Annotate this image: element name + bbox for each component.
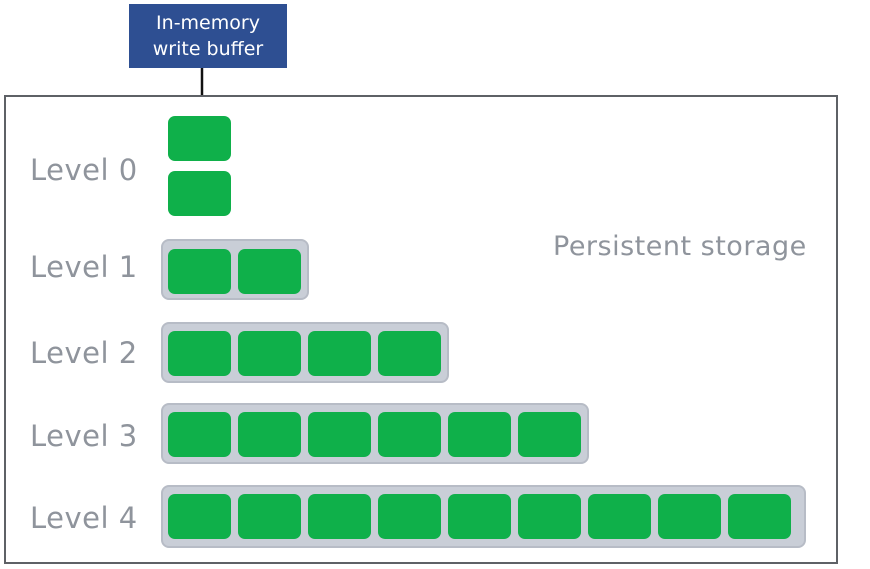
level-3-label: Level 3 xyxy=(30,419,138,453)
level-3-block xyxy=(308,412,371,457)
level-4-block xyxy=(308,494,371,539)
level-1-block xyxy=(168,249,231,294)
level-4-block xyxy=(448,494,511,539)
level-3-tray xyxy=(161,403,589,464)
level-3-block xyxy=(518,412,581,457)
level-4-block xyxy=(378,494,441,539)
level-2-block xyxy=(238,331,301,376)
level-4-block xyxy=(518,494,581,539)
level-3-block xyxy=(238,412,301,457)
level-3-block xyxy=(378,412,441,457)
level-3-block xyxy=(448,412,511,457)
in-memory-write-buffer: In-memory write buffer xyxy=(129,4,287,68)
level-4-block xyxy=(728,494,791,539)
level-3-block xyxy=(168,412,231,457)
level-1-block xyxy=(238,249,301,294)
level-4-block xyxy=(238,494,301,539)
level-2-block xyxy=(378,331,441,376)
persistent-storage-label: Persistent storage xyxy=(553,231,807,262)
level-2-label: Level 2 xyxy=(30,336,138,370)
level-0-block xyxy=(168,171,231,216)
level-4-label: Level 4 xyxy=(30,501,138,535)
buffer-label-line-2: write buffer xyxy=(152,38,264,60)
level-2-block xyxy=(308,331,371,376)
level-2-block xyxy=(168,331,231,376)
level-0-block xyxy=(168,116,231,161)
level-1-label: Level 1 xyxy=(30,250,138,284)
level-4-block xyxy=(588,494,651,539)
level-4-block xyxy=(658,494,721,539)
level-4-block xyxy=(168,494,231,539)
buffer-label-line-1: In-memory xyxy=(156,12,260,34)
level-0-label: Level 0 xyxy=(30,153,138,187)
